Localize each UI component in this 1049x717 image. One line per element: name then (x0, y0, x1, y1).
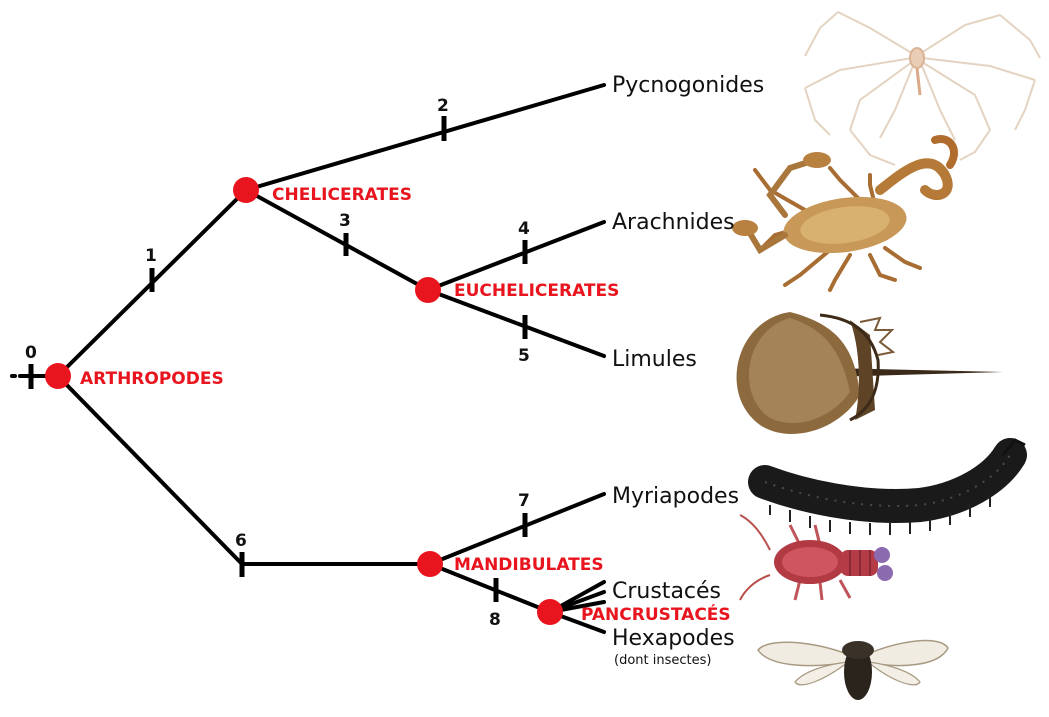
char-number-8: 8 (489, 610, 501, 630)
char-number-4: 4 (518, 219, 530, 239)
clade-label-arthropodes: ARTHROPODES (80, 369, 224, 389)
char-number-5: 5 (518, 346, 530, 366)
char-number-3: 3 (339, 211, 351, 231)
node-mandibulates (417, 551, 443, 577)
clade-label-mandibulates: MANDIBULATES (454, 555, 604, 575)
node-euchelicerates (415, 277, 441, 303)
clade-label-euchelicerates: EUCHELICERATES (454, 281, 619, 301)
char-number-2: 2 (437, 96, 449, 116)
char-number-0: 0 (25, 343, 37, 363)
char-number-7: 7 (518, 491, 530, 511)
clade-label-chelicerates: CHELICERATES (272, 185, 412, 205)
node-chelicerates (233, 177, 259, 203)
taxon-label-hexapodes: Hexapodes (612, 626, 735, 651)
tree-branches (12, 85, 604, 632)
taxon-label-arachnides: Arachnides (612, 210, 735, 235)
character-numbers: 0 1 2 3 4 5 6 7 8 (25, 96, 530, 630)
node-arthropodes (45, 363, 71, 389)
sea-spider-illustration (805, 12, 1040, 165)
clade-label-pancrustaces: PANCRUSTACÉS (581, 603, 731, 625)
taxon-label-crustaces: Crustacés (612, 579, 721, 604)
branch-myriapodes (430, 494, 604, 564)
taxon-label-myriapodes: Myriapodes (612, 484, 739, 509)
millipede-illustration (765, 440, 1025, 535)
taxon-note-hexapodes: (dont insectes) (614, 653, 711, 668)
cicada-illustration (758, 641, 948, 700)
char-number-6: 6 (235, 531, 247, 551)
branch-chelicerates-euchelicerates (246, 190, 428, 290)
branch-arachnides (428, 222, 604, 290)
horseshoe-crab-illustration (737, 312, 1003, 434)
char-number-1: 1 (145, 246, 157, 266)
scorpion-illustration (732, 139, 954, 290)
taxon-label-limules: Limules (612, 347, 697, 372)
branch-pycnogonides (246, 85, 604, 190)
taxon-label-pycnogonides: Pycnogonides (612, 73, 764, 98)
node-pancrustaces (537, 599, 563, 625)
